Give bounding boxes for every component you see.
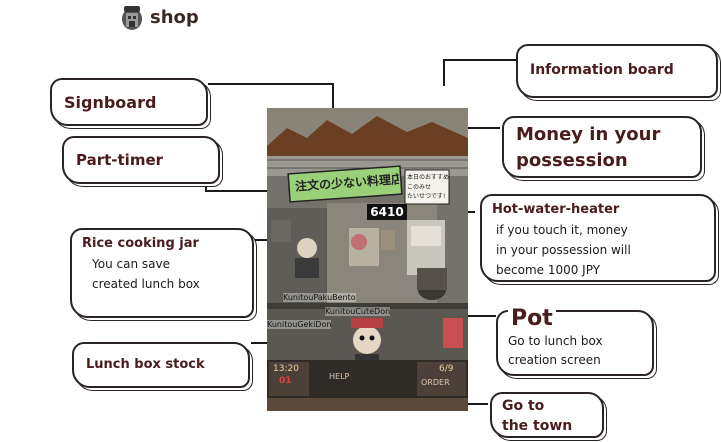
lunch-box-stock-title: Lunch box stock [86,357,205,372]
lunch-box-stock-label: Lunch box stock [72,342,250,388]
part-timer-label: Part-timer [62,136,220,184]
page-title: shop [120,2,199,32]
stock-item[interactable]: KunitouCuteDon [325,307,391,316]
stock-item[interactable]: KunitouPakuBento [283,293,356,302]
rice-cooking-jar-desc: created lunch box [92,277,200,291]
order-counter: 6/9 [439,364,454,374]
money-label-line-2: possession [516,150,628,171]
info-board-line-3: たいせつです! [407,193,446,200]
hot-water-heater-desc: in your possession will [496,243,631,257]
info-board-line-2: このみせ [407,184,432,191]
hot-water-heater-label: Hot-water-heater if you touch it, money … [480,194,716,282]
info-board-line-1: 本日のおすすめ [407,174,450,181]
signboard-label-title: Signboard [64,93,157,112]
rice-cooking-jar-title: Rice cooking jar [82,236,199,251]
money-label-line-1: Money in your [516,124,661,145]
go-to-town-line-1: Go to [502,398,545,414]
go-to-town-line-2: the town [502,418,573,434]
pot-title: Pot [508,306,556,332]
pot-label: Pot Go to lunch box creation screen [496,306,654,376]
rice-ball-shop-icon [122,6,142,30]
rice-cooking-jar-desc: You can save [92,257,170,271]
clock-display: 13:20 [273,364,299,374]
shop-scene [267,108,468,411]
pot-desc: creation screen [508,353,601,367]
signboard-label: Signboard [50,78,208,126]
help-button[interactable]: HELP [329,372,350,381]
hot-water-heater-title: Hot-water-heater [492,202,620,217]
information-board-title: Information board [530,62,674,78]
go-to-town-label: Go to the town [490,392,604,438]
order-button[interactable]: ORDER [421,378,450,387]
money-value: 6410 [370,205,404,219]
rice-cooking-jar-label: Rice cooking jar You can save created lu… [70,228,254,318]
information-board-label: Information board [516,44,718,98]
game-screen[interactable]: 注文の少ない料理店 6410 本日のおすすめ このみせ たいせつです! Kuni… [267,108,468,411]
pot-desc: Go to lunch box [508,334,603,348]
part-timer-label-title: Part-timer [76,151,164,169]
hot-water-heater-desc: become 1000 JPY [496,263,601,277]
money-label: Money in your possession [502,116,702,178]
stock-item[interactable]: KunitouGekiDon [267,320,332,329]
day-display: 01 [279,376,292,386]
page-title-text: shop [150,6,199,28]
hot-water-heater-desc: if you touch it, money [496,223,628,237]
